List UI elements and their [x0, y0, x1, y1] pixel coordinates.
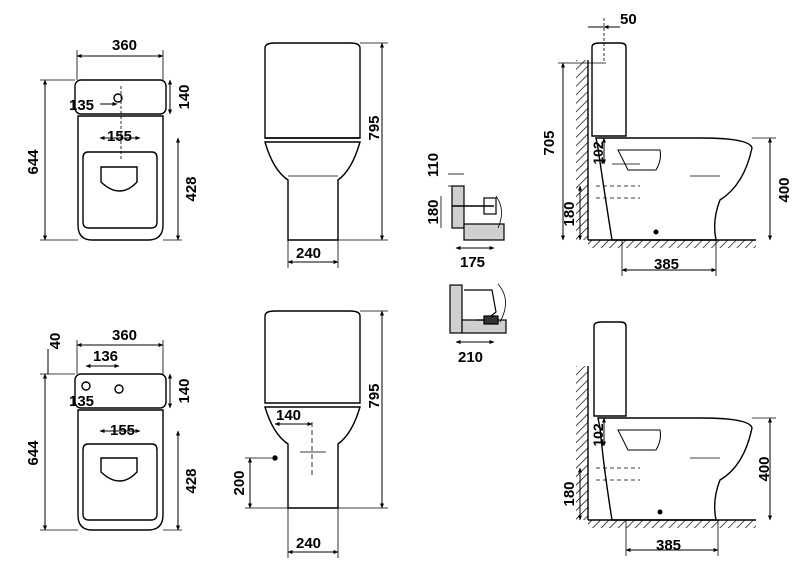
- dim-top-plan-total-depth: 644: [25, 149, 42, 175]
- dim-bottom-plan-hole-offset: 135: [69, 393, 94, 410]
- dim-bottom-plan-total-depth: 644: [25, 440, 42, 466]
- dim-top-side-seat-height: 400: [776, 177, 793, 202]
- bowl-outline: [77, 115, 164, 241]
- dim-bottom-side-seat-height: 400: [756, 456, 773, 481]
- tank-front-2: [264, 310, 361, 404]
- dim-top-front-base-width: 240: [296, 245, 321, 262]
- dim-bottom-plan-edge: 40: [47, 333, 64, 350]
- dim-top-front-height: 795: [366, 115, 383, 140]
- bowl-front: [264, 141, 361, 241]
- dim-top-side-depth: 385: [654, 256, 679, 273]
- dim-top-plan-hole-offset: 135: [69, 97, 94, 114]
- dim-tank-height: 705: [541, 130, 558, 155]
- dim-bottom-plan-tank-depth: 140: [176, 378, 193, 403]
- tank-top-outline-2: [74, 373, 167, 409]
- dim-bottom-side-outlet-height: 102: [590, 423, 606, 447]
- top-plan-view: [40, 50, 182, 241]
- tank-top-outline: [74, 79, 167, 115]
- top-front-view: [264, 42, 388, 268]
- tank-side-2: [593, 321, 627, 417]
- seat-outline: [82, 151, 158, 229]
- dim-bottom-plan-seat-bolt: 155: [110, 422, 135, 439]
- dim-bottom-front-inlet-height: 200: [231, 470, 248, 495]
- dim-bottom-front-inlet-offset: 140: [276, 407, 301, 424]
- dim-top-plan-bowl-depth: 428: [183, 176, 200, 201]
- flush-hole: [113, 93, 123, 103]
- dim-top-plan-tank-depth: 140: [176, 84, 193, 109]
- dim-bottom-front-base-width: 240: [296, 535, 321, 552]
- flush-hole-2: [114, 384, 124, 394]
- dim-bottom-side-depth: 385: [656, 537, 681, 554]
- dim-floor-outlet-distance: 210: [458, 349, 483, 366]
- inlet-hole: [81, 381, 91, 391]
- dim-top-plan-width: 360: [112, 37, 137, 54]
- top-side-view: [558, 18, 776, 276]
- bottom-plan-view: [40, 340, 182, 531]
- dim-top-side-outlet-height: 102: [590, 141, 606, 165]
- dim-bottom-plan-hole-spacing: 136: [93, 348, 118, 365]
- tank-side: [591, 42, 627, 137]
- dim-bottom-plan-bowl-depth: 428: [183, 468, 200, 493]
- bowl-outline-2: [77, 409, 164, 531]
- bottom-side-view: [576, 321, 776, 556]
- bowl-side-2: [597, 417, 753, 521]
- tank-front: [264, 42, 361, 139]
- bottom-front-view: [245, 310, 388, 558]
- dim-bottom-side-drain-height: 180: [561, 481, 578, 506]
- dim-outlet-height: 180: [425, 199, 442, 224]
- dim-top-plan-seat-bolt: 155: [107, 128, 132, 145]
- dim-inlet-height: 110: [425, 153, 442, 177]
- dim-bottom-plan-width: 360: [112, 327, 137, 344]
- seat-inner: [100, 166, 138, 192]
- floor-outlet-detail: [449, 283, 507, 344]
- dim-outlet-distance: 175: [460, 254, 485, 271]
- dim-wall-gap: 50: [620, 11, 637, 28]
- dim-top-side-drain-height: 180: [561, 201, 578, 226]
- dim-bottom-front-height: 795: [366, 383, 383, 408]
- inlet-detail: [440, 173, 505, 250]
